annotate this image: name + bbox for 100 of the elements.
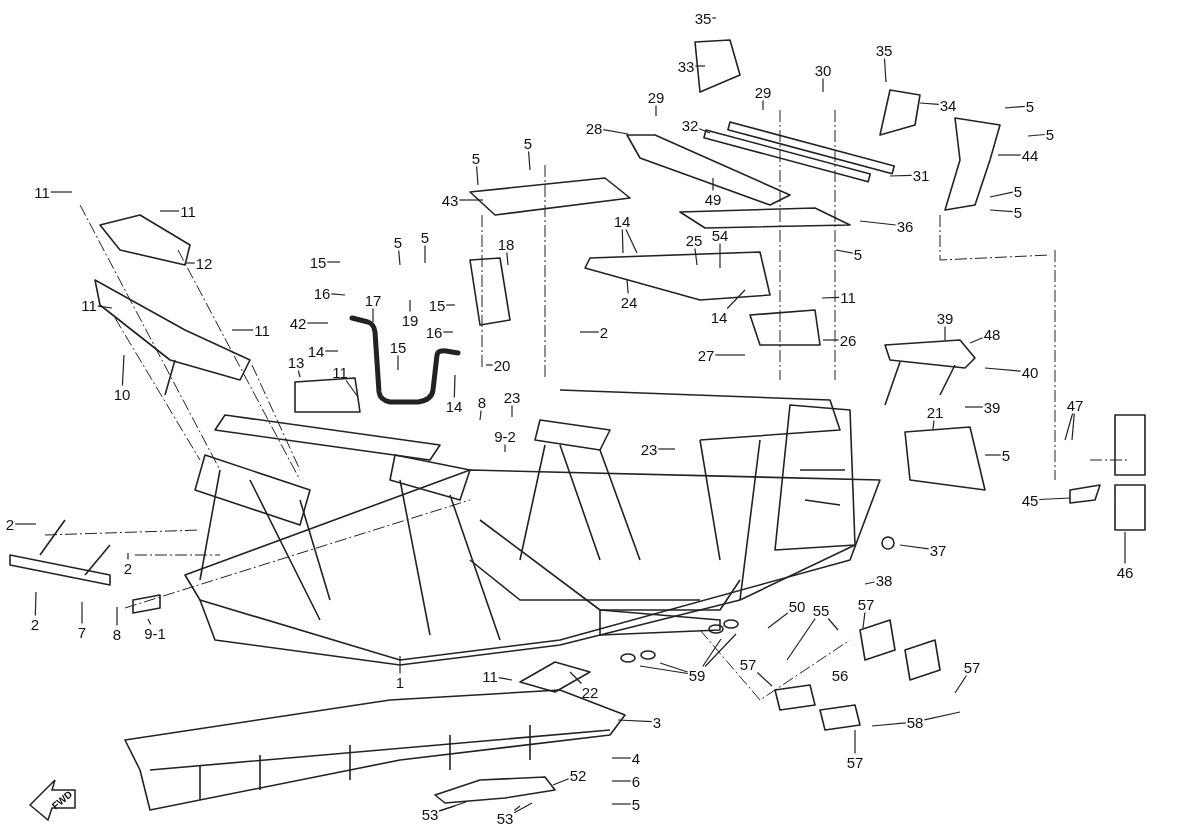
callout-number: 7	[77, 624, 87, 640]
callout-number: 2	[123, 560, 133, 576]
callout-number: 56	[831, 667, 849, 683]
callout-number: 17	[364, 292, 382, 308]
leader-line	[397, 354, 399, 371]
callout-number: 10	[113, 386, 131, 402]
leader-line	[611, 780, 632, 782]
callout-number: 44	[1021, 147, 1039, 163]
callout-number: 30	[814, 62, 832, 78]
leader-line	[704, 633, 737, 668]
leader-line	[827, 617, 839, 631]
callout-number: 9-1	[144, 625, 166, 641]
leader-line	[969, 337, 984, 344]
leader-line	[821, 296, 840, 299]
callout-number: 4	[631, 750, 641, 766]
leader-line	[569, 671, 583, 685]
leader-line	[326, 261, 341, 263]
callout-number: 53	[496, 810, 514, 826]
leader-line	[1027, 133, 1046, 137]
callout-number: 15	[389, 339, 407, 355]
callout-number: 12	[195, 255, 213, 271]
callout-number: 46	[1116, 564, 1134, 580]
leader-line	[506, 251, 509, 266]
callout-number: 28	[585, 120, 603, 136]
leader-line	[1124, 531, 1126, 565]
leader-line	[552, 778, 570, 786]
leader-line	[345, 379, 359, 398]
callout-number: 14	[613, 213, 631, 229]
leader-line	[617, 719, 653, 723]
callout-number: 36	[896, 218, 914, 234]
callout-number: 5	[393, 234, 403, 250]
callout-number: 57	[857, 596, 875, 612]
leader-line	[923, 711, 961, 721]
callout-number: 29	[754, 84, 772, 100]
leader-line	[147, 618, 152, 626]
callout-number: 18	[497, 236, 515, 252]
leader-line	[762, 99, 764, 111]
leader-line	[835, 249, 854, 254]
callout-number: 27	[697, 347, 715, 363]
leader-line	[398, 249, 401, 266]
leader-line	[127, 552, 129, 561]
callout-number: 11	[332, 364, 348, 380]
leader-line	[121, 354, 125, 387]
callout-number: 11	[180, 203, 196, 219]
leader-line	[989, 209, 1014, 213]
callout-number: 53	[421, 806, 439, 822]
leader-line	[864, 581, 876, 585]
callout-number: 33	[677, 58, 695, 74]
leader-line	[528, 150, 531, 171]
leader-line	[306, 322, 329, 324]
leader-line	[424, 244, 426, 264]
leader-line	[97, 305, 113, 309]
leader-line	[657, 448, 676, 450]
leader-line	[611, 757, 632, 759]
leader-line	[297, 369, 301, 378]
leader-line	[476, 165, 479, 186]
callout-number: 5	[1045, 126, 1055, 142]
callout-number: 49	[704, 191, 722, 207]
leader-line	[944, 325, 946, 341]
callout-number: 23	[640, 441, 658, 457]
leader-line	[919, 102, 940, 105]
leader-line	[984, 454, 1002, 456]
callout-number: 11	[254, 322, 270, 338]
callout-number: 48	[983, 326, 1001, 342]
callout-number: 21	[926, 404, 944, 420]
leader-line	[1071, 412, 1075, 441]
callout-number: 19	[401, 312, 419, 328]
leader-line	[438, 801, 467, 812]
callout-number: 37	[929, 542, 947, 558]
callout-number: 57	[739, 656, 757, 672]
callout-number: 15	[428, 297, 446, 313]
leader-line	[989, 191, 1014, 198]
leader-line	[756, 671, 773, 687]
callout-number: 35	[875, 42, 893, 58]
leader-line	[932, 419, 935, 430]
callout-number: 5	[471, 150, 481, 166]
leader-line	[324, 350, 339, 352]
leader-line	[702, 638, 722, 668]
leader-line	[714, 354, 746, 356]
leader-line	[81, 601, 83, 625]
callout-number: 22	[581, 684, 599, 700]
leader-line	[34, 591, 37, 617]
callout-number: 31	[912, 167, 930, 183]
leader-line	[621, 228, 624, 254]
callout-number: 14	[710, 309, 728, 325]
callout-number: 20	[493, 357, 511, 373]
callout-number: 13	[287, 354, 305, 370]
leader-line	[698, 128, 711, 134]
leader-line	[409, 299, 411, 313]
callout-number: 15	[309, 254, 327, 270]
leader-line	[1038, 497, 1071, 501]
callout-number: 52	[569, 767, 587, 783]
callout-number: 59	[688, 667, 706, 683]
callout-number: 57	[846, 754, 864, 770]
leader-line	[626, 279, 629, 295]
callout-number: 11	[81, 297, 97, 313]
leader-line	[625, 228, 638, 254]
callout-number: 38	[875, 572, 893, 588]
leader-line	[694, 247, 698, 266]
leader-line	[513, 802, 533, 814]
